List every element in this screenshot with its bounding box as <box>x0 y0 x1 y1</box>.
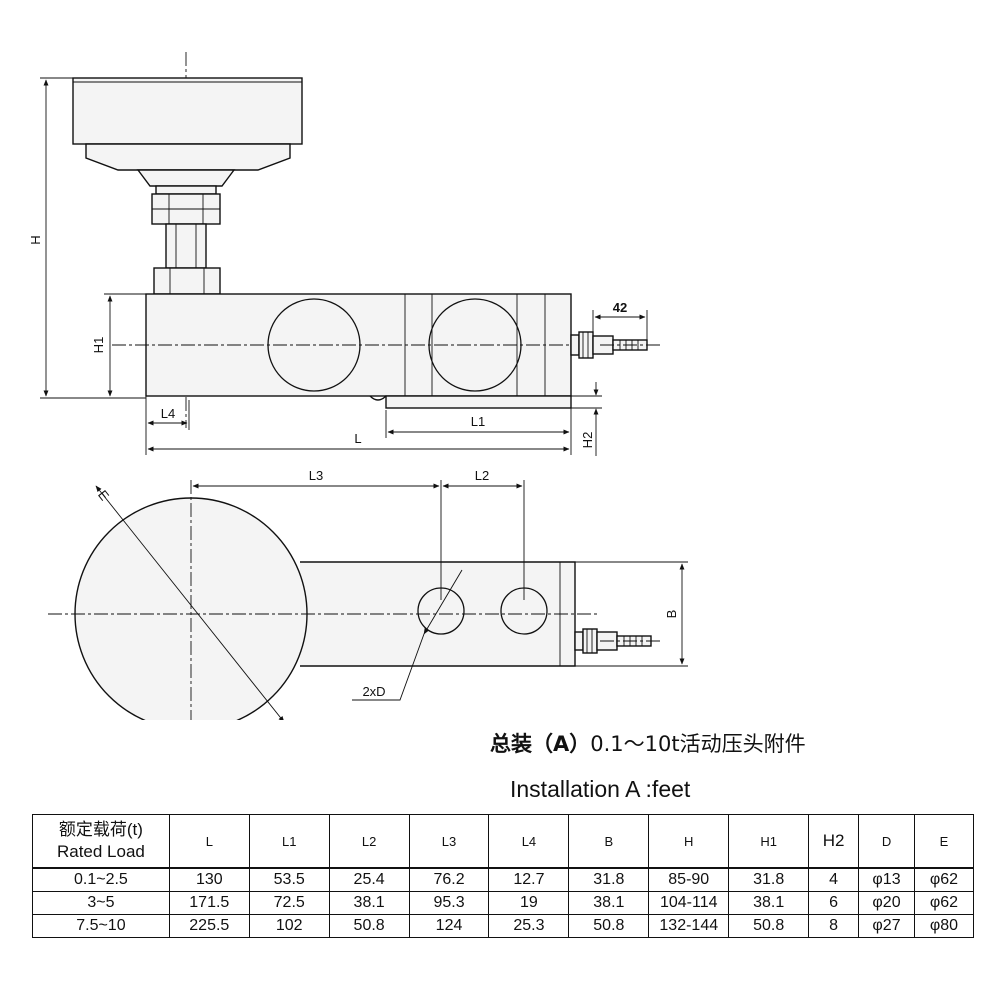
header-e: E <box>913 814 975 869</box>
cell: 7.5~10 <box>32 914 170 938</box>
header-l: L <box>168 814 250 869</box>
cell: 25.4 <box>328 867 410 892</box>
header-h1: H1 <box>728 814 810 869</box>
header-l4: L4 <box>488 814 570 869</box>
cell: 50.8 <box>328 914 410 938</box>
table-row: 0.1~2.5 130 53.5 25.4 76.2 12.7 31.8 85-… <box>32 867 975 892</box>
title-english: Installation A :feet <box>510 776 691 802</box>
hole-left <box>267 298 361 392</box>
foot-plate <box>385 395 572 409</box>
cell: 0.1~2.5 <box>32 867 170 892</box>
hole-right <box>428 298 522 392</box>
cell: 53.5 <box>248 867 330 892</box>
cell: 132-144 <box>648 914 730 938</box>
label-l4: L4 <box>161 406 175 421</box>
technical-drawing: H H1 L4 L L1 H2 42 <box>28 52 688 720</box>
label-2xd: 2xD <box>362 684 385 699</box>
label-l3: L3 <box>309 468 323 483</box>
cell: 85-90 <box>648 867 730 892</box>
cell: 171.5 <box>168 891 250 915</box>
cell: 31.8 <box>568 867 650 892</box>
cell: 19 <box>488 891 570 915</box>
header-h: H <box>648 814 730 869</box>
table-row: 3~5 171.5 72.5 38.1 95.3 19 38.1 104-114… <box>32 891 975 915</box>
label-l2: L2 <box>475 468 489 483</box>
cell: 50.8 <box>568 914 650 938</box>
cell: 50.8 <box>728 914 810 938</box>
press-head-cap <box>72 77 303 145</box>
cell: 25.3 <box>488 914 570 938</box>
cell: 3~5 <box>32 891 170 915</box>
cell: φ27 <box>858 914 915 938</box>
cell: 38.1 <box>328 891 410 915</box>
cell: φ20 <box>858 891 915 915</box>
cell: 12.7 <box>488 867 570 892</box>
cell: φ62 <box>913 867 975 892</box>
bottom-nut <box>153 267 221 295</box>
cell: 95.3 <box>408 891 490 915</box>
label-h: H <box>28 235 43 244</box>
spec-table: 额定载荷(t) Rated Load L L1 L2 L3 L4 B H H1 … <box>32 814 975 938</box>
header-rated-load: 额定载荷(t) Rated Load <box>32 814 170 869</box>
label-l: L <box>354 431 361 446</box>
header-h2: H2 <box>808 814 860 869</box>
cell: 130 <box>168 867 250 892</box>
label-42: 42 <box>613 300 627 315</box>
header-l1: L1 <box>248 814 330 869</box>
cell: φ80 <box>913 914 975 938</box>
cell: 102 <box>248 914 330 938</box>
cell: 104-114 <box>648 891 730 915</box>
label-h1: H1 <box>91 337 106 354</box>
cell: φ62 <box>913 891 975 915</box>
press-head-flange <box>85 143 291 171</box>
label-l1: L1 <box>471 414 485 429</box>
cell: 72.5 <box>248 891 330 915</box>
top-view: L3 L2 B E 2xD <box>48 468 688 720</box>
label-b: B <box>664 610 679 619</box>
cell: 6 <box>808 891 860 915</box>
cell: 76.2 <box>408 867 490 892</box>
cell: 38.1 <box>568 891 650 915</box>
header-b: B <box>568 814 650 869</box>
cell: 31.8 <box>728 867 810 892</box>
label-h2: H2 <box>580 432 595 449</box>
header-d: D <box>858 814 915 869</box>
header-l2: L2 <box>328 814 410 869</box>
label-e: E <box>95 487 112 503</box>
side-view: H H1 L4 L L1 H2 42 <box>28 52 660 456</box>
cell: 124 <box>408 914 490 938</box>
cell: φ13 <box>858 867 915 892</box>
cell: 225.5 <box>168 914 250 938</box>
header-l3: L3 <box>408 814 490 869</box>
cell: 8 <box>808 914 860 938</box>
table-row: 7.5~10 225.5 102 50.8 124 25.3 50.8 132-… <box>32 914 975 938</box>
table-header-row: 额定载荷(t) Rated Load L L1 L2 L3 L4 B H H1 … <box>32 814 975 869</box>
cell: 4 <box>808 867 860 892</box>
title-chinese: 总装（A）0.1～10t活动压头附件 <box>490 732 806 756</box>
cable-connector <box>570 331 648 359</box>
cell: 38.1 <box>728 891 810 915</box>
threaded-stem <box>165 223 207 269</box>
